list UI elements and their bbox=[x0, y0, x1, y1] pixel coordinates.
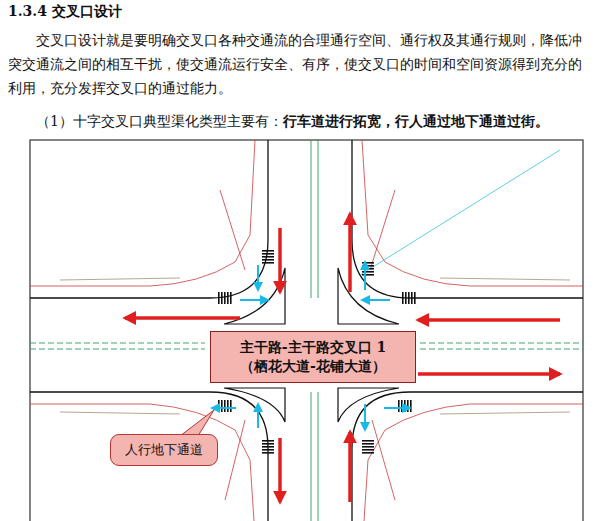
crosswalk-stripe bbox=[262, 256, 274, 258]
crosswalk-stripe bbox=[362, 452, 374, 454]
curb-line bbox=[352, 140, 583, 298]
crosswalk-stripe bbox=[224, 292, 226, 304]
median-line bbox=[311, 392, 312, 521]
box-text: 人行地下通道 bbox=[119, 441, 209, 459]
crosswalk-stripe bbox=[402, 292, 404, 304]
crosswalk-stripe bbox=[262, 262, 274, 264]
traffic-arrow bbox=[418, 318, 560, 322]
intersection-label-box: 主干路-主干路交叉口 1（栖花大道-花铺大道） bbox=[210, 331, 416, 383]
crosswalk-stripe bbox=[410, 400, 412, 412]
median-line bbox=[30, 349, 205, 350]
crosswalk-stripe bbox=[408, 292, 410, 304]
crosswalk-stripe bbox=[362, 271, 374, 273]
traffic-arrow bbox=[125, 316, 240, 320]
median-line bbox=[318, 392, 319, 521]
crosswalk-stripe bbox=[224, 400, 226, 412]
crosswalk-stripe bbox=[218, 400, 220, 412]
curb-line bbox=[30, 140, 268, 298]
curb-lines bbox=[30, 140, 583, 521]
crosswalk-stripe bbox=[404, 400, 406, 412]
leader-line bbox=[360, 150, 560, 275]
drawing-frame bbox=[30, 140, 583, 521]
traffic-arrow bbox=[278, 228, 282, 292]
traffic-island bbox=[338, 388, 399, 422]
list-item: （1）十字交叉口典型渠化类型主要有：行车道进行拓宽，行人通过地下通道过街。 bbox=[36, 110, 592, 132]
crosswalk-stripe bbox=[262, 253, 274, 255]
boundary-lines bbox=[30, 140, 583, 521]
median-line bbox=[420, 343, 583, 344]
traffic-arrow bbox=[418, 372, 560, 376]
median-line bbox=[420, 349, 583, 350]
crosswalks bbox=[218, 250, 416, 454]
curb-line bbox=[352, 392, 583, 521]
crosswalk-stripe bbox=[262, 250, 274, 252]
median-lines bbox=[30, 140, 583, 521]
turn-arrow bbox=[384, 407, 410, 409]
item-emphasis: 行车道进行拓宽，行人通过地下通道过街。 bbox=[283, 113, 549, 129]
traffic-arrow bbox=[278, 438, 282, 502]
boundary-line bbox=[30, 404, 254, 521]
crosswalk-stripe bbox=[262, 452, 274, 454]
crosswalk-stripe bbox=[262, 446, 274, 448]
callout-tail bbox=[180, 410, 214, 436]
crosswalk-stripe bbox=[405, 292, 407, 304]
turn-arrow bbox=[364, 404, 366, 430]
crosswalk-stripe bbox=[362, 446, 374, 448]
crosswalk-stripe bbox=[221, 400, 223, 412]
turn-arrow bbox=[362, 299, 390, 301]
crosswalk-stripe bbox=[262, 440, 274, 442]
box-text: （栖花大道-花铺大道） bbox=[219, 357, 407, 376]
crosswalk-stripe bbox=[362, 443, 374, 445]
turn-arrow bbox=[364, 262, 366, 290]
crosswalk-stripe bbox=[362, 274, 374, 276]
crosswalk-stripe bbox=[407, 400, 409, 412]
crosswalk-stripe bbox=[411, 292, 413, 304]
traffic-island bbox=[338, 268, 399, 324]
crosswalk-stripe bbox=[218, 292, 220, 304]
traffic-arrow bbox=[348, 214, 352, 292]
crosswalk-stripe bbox=[230, 292, 232, 304]
crosswalk-stripe bbox=[362, 440, 374, 442]
crosswalk-stripe bbox=[230, 400, 232, 412]
crosswalk-stripe bbox=[221, 292, 223, 304]
traffic-arrow bbox=[348, 432, 352, 502]
turn-arrow bbox=[212, 407, 236, 409]
turn-arrow bbox=[240, 299, 268, 301]
item-lead: （1）十字交叉口典型渠化类型主要有： bbox=[36, 113, 283, 129]
turn-arrow bbox=[257, 404, 259, 428]
boundary-line bbox=[30, 140, 255, 286]
crosswalk-stripe bbox=[227, 400, 229, 412]
crosswalk-stripe bbox=[398, 400, 400, 412]
turn-arrows bbox=[212, 262, 410, 430]
crosswalk-stripe bbox=[262, 259, 274, 261]
body-paragraph: 交叉口设计就是要明确交叉口各种交通流的合理通行空间、通行权及其通行规则，降低冲突… bbox=[8, 28, 590, 100]
traffic-island bbox=[224, 388, 285, 422]
crosswalk-stripe bbox=[401, 400, 403, 412]
crosswalk-stripe bbox=[262, 449, 274, 451]
traffic-island bbox=[224, 268, 285, 324]
boundary-line bbox=[364, 404, 583, 521]
median-line bbox=[311, 140, 312, 298]
turn-arrow bbox=[257, 265, 259, 290]
crosswalk-stripe bbox=[362, 268, 374, 270]
crosswalk-stripe bbox=[362, 265, 374, 267]
callout-box: 人行地下通道 bbox=[110, 434, 218, 466]
median-line bbox=[30, 343, 205, 344]
crosswalk-stripe bbox=[414, 292, 416, 304]
curb-line bbox=[30, 392, 268, 521]
crosswalk-stripe bbox=[227, 292, 229, 304]
median-line bbox=[318, 140, 319, 298]
crosswalk-stripe bbox=[362, 449, 374, 451]
box-text: 主干路-主干路交叉口 1 bbox=[219, 338, 407, 357]
crosswalk-stripe bbox=[362, 262, 374, 264]
boundary-line bbox=[362, 140, 583, 286]
crosswalk-stripe bbox=[262, 443, 274, 445]
section-heading: 1.3.4 交叉口设计 bbox=[8, 3, 122, 21]
